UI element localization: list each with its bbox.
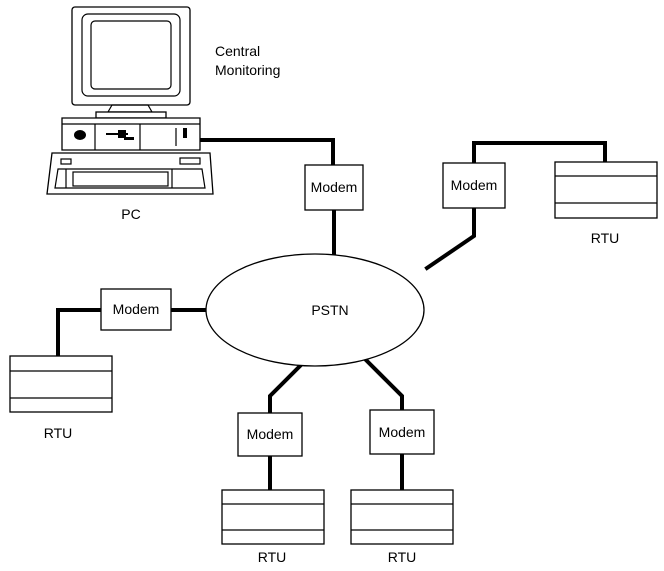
modem-label: Modem: [311, 179, 358, 195]
link-modem-rtu-left: [56, 308, 103, 358]
modem-label: Modem: [379, 424, 426, 440]
pc-caption-line1: Central: [215, 43, 260, 59]
pstn-network: [205, 253, 425, 367]
link-pstn-modem-bottom-right: [360, 354, 404, 412]
rtu-unit-right: [554, 161, 658, 219]
modem-bottom-right: Modem: [369, 409, 435, 455]
rtu-unit-left: [9, 355, 113, 413]
link-pstn-modem-right: [424, 206, 476, 271]
rtu-label-right: RTU: [591, 230, 620, 246]
modem-label: Modem: [247, 426, 294, 442]
pc-label: PC: [121, 206, 140, 222]
modem-left: Modem: [100, 288, 172, 331]
modem-right: Modem: [442, 162, 506, 209]
rtu-label-bottom-left: RTU: [258, 549, 287, 565]
modem-label: Modem: [113, 301, 160, 317]
link-pc-modem: [198, 138, 335, 170]
link-modem-rtu-right: [472, 141, 607, 165]
link-pstn-modem-bottom-left: [268, 356, 310, 415]
rtu-unit-bottom-left: [221, 489, 325, 545]
modem-label: Modem: [451, 177, 498, 193]
modem-bottom-left: Modem: [237, 412, 303, 457]
rtu-label-left: RTU: [44, 425, 73, 441]
rtu-unit-bottom-right: [350, 489, 454, 545]
pstn-label: PSTN: [311, 302, 348, 318]
rtu-label-bottom-right: RTU: [388, 549, 417, 565]
modem-top: Modem: [304, 164, 364, 211]
connection-lines: [56, 138, 607, 492]
pc-caption-line2: Monitoring: [215, 62, 280, 78]
pc-computer-icon: [46, 6, 214, 195]
